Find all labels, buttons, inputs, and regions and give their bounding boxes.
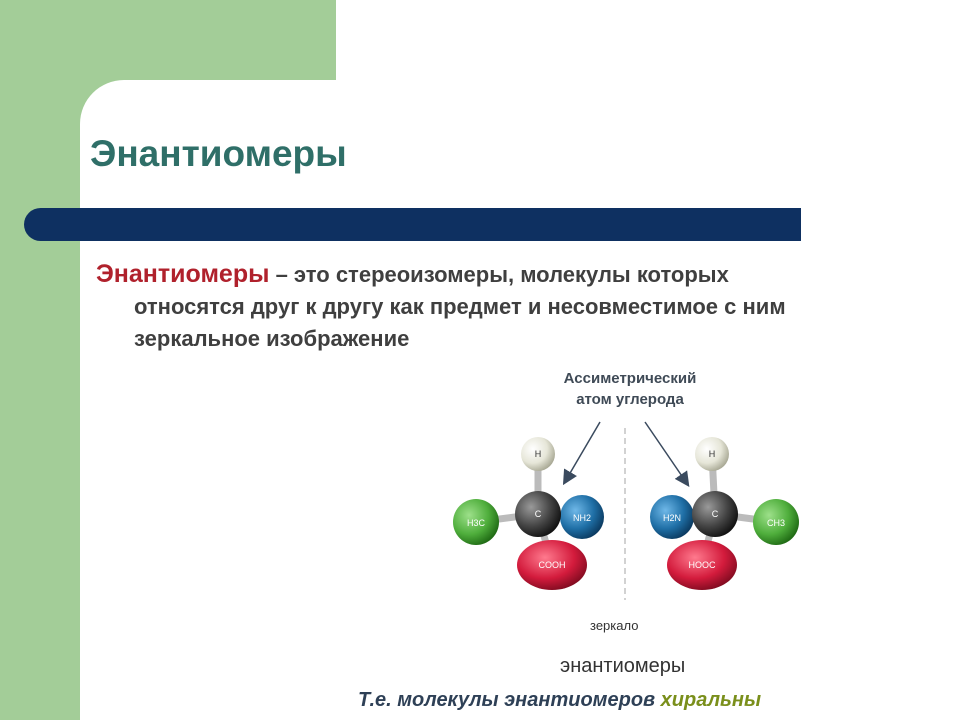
methyl-atom [753,499,799,545]
amino-label: H2N [663,513,681,523]
hydrogen-atom [695,437,729,471]
amino-atom [560,495,604,539]
annotation-line2: атом углерода [576,391,684,408]
definition-line1: – это стереоизомеры, молекулы которых [269,262,729,287]
carboxyl-group [667,540,737,590]
hydrogen-label: H [535,449,542,459]
content-panel [80,80,960,720]
definition-line2: относятся друг к другу как предмет и нес… [134,294,786,319]
definition-term: Энантиомеры [96,260,270,288]
carboxyl-label: COOH [539,560,566,570]
hydrogen-label: H [709,449,716,459]
mirror-label: зеркало [590,618,639,633]
annotation-arrow-right [644,421,690,487]
enantiomer-diagram: H H3C NH2 COOH C H CH3 H2N HOOC C [453,421,799,600]
asymmetric-carbon-atom [515,491,561,537]
definition-text: Энантиомеры – это стереоизомеры, молекул… [96,258,946,355]
carboxyl-group [517,540,587,590]
amino-atom [650,495,694,539]
annotation-arrow-left [562,421,601,486]
conclusion-part1: Т.е. молекулы энантиомеров [358,689,661,711]
definition-line3: зеркальное изображение [134,326,410,351]
slide-title: Энантиомеры [90,133,347,174]
molecule-right: H CH3 H2N HOOC C [650,437,799,590]
carbon-label: C [535,509,542,519]
carbon-label: C [712,509,719,519]
carboxyl-label: HOOC [689,560,717,570]
methyl-label: CH3 [767,518,785,528]
amino-label: NH2 [573,513,591,523]
methyl-label: H3C [467,518,486,528]
asymmetric-carbon-atom [692,491,738,537]
asymmetric-carbon-annotation: Ассиметрический атом углерода [545,368,715,410]
conclusion-text: Т.е. молекулы энантиомеров хиральны [358,689,761,712]
hydrogen-atom [521,437,555,471]
annotation-line1: Ассиметрический [563,370,697,387]
conclusion-highlight: хиральны [660,689,762,711]
title-underline-bar [24,208,801,241]
enantiomers-caption: энантиомеры [560,655,686,677]
methyl-atom [453,499,499,545]
molecule-left: H H3C NH2 COOH C [453,437,604,590]
